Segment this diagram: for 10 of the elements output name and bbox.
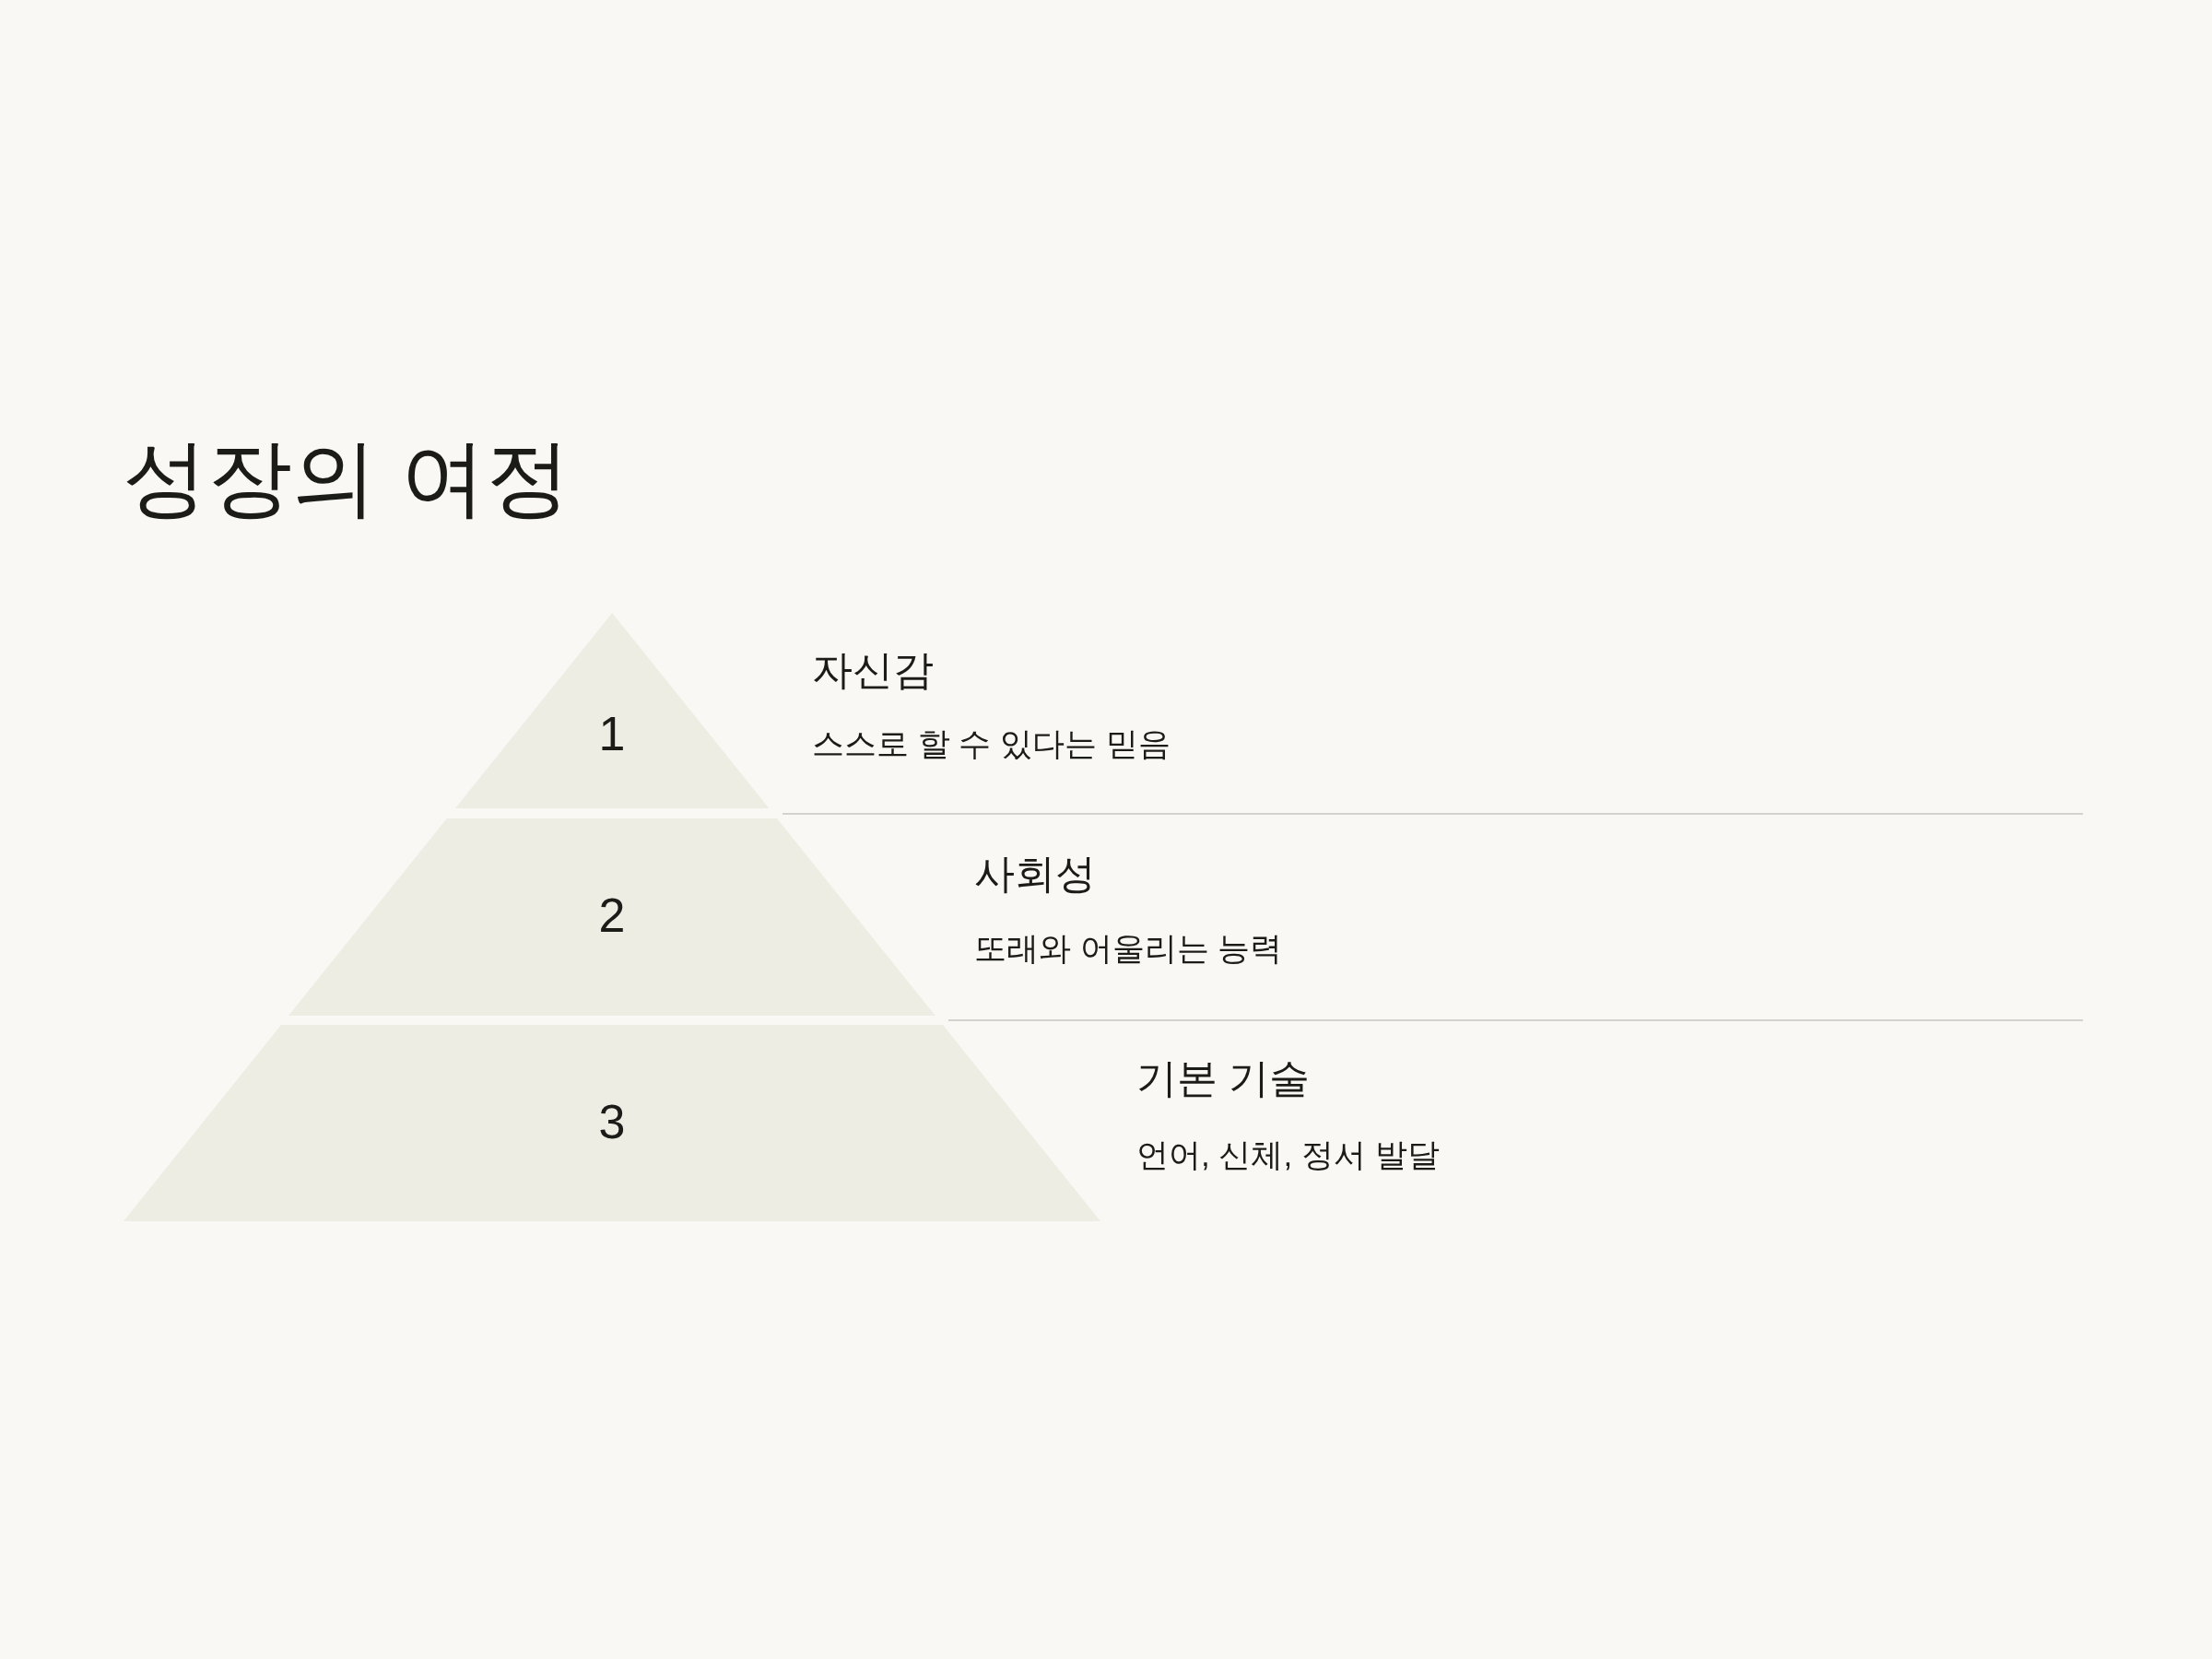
tier-heading: 사회성 bbox=[974, 850, 1096, 898]
tier-number: 3 bbox=[598, 1098, 626, 1146]
diagram-title: 성장의 여정 bbox=[123, 429, 571, 526]
tier-description: 스스로 할 수 있다는 믿음 bbox=[812, 724, 1171, 763]
tier-number: 1 bbox=[598, 710, 626, 758]
tier-heading: 자신감 bbox=[812, 646, 934, 694]
tier-description: 언어, 신체, 정서 발달 bbox=[1136, 1135, 1440, 1174]
tier-heading: 기본 기술 bbox=[1136, 1054, 1311, 1102]
tier-description: 또래와 어울리는 능력 bbox=[974, 929, 1283, 968]
tier-number: 2 bbox=[598, 891, 626, 939]
